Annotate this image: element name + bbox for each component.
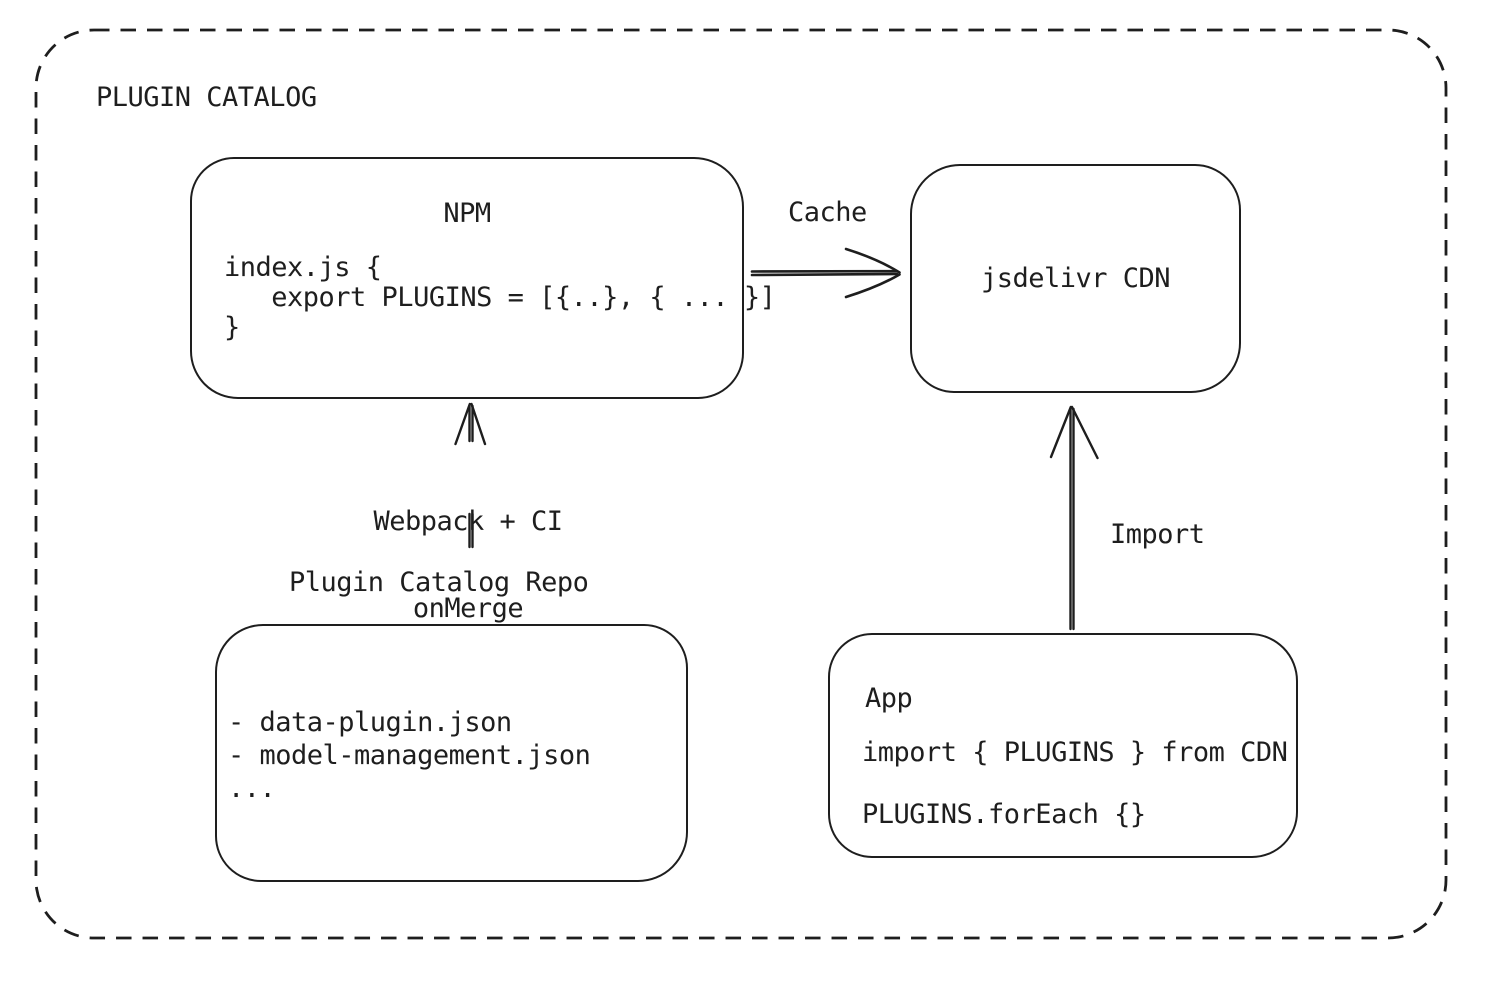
repo-file-list: - data-plugin.json - model-management.js… [228,706,591,805]
import-arrow [1049,405,1099,631]
diagram-title: PLUGIN CATALOG [96,82,317,113]
node-app: App import { PLUGINS } from CDN PLUGINS.… [828,633,1298,858]
plugin-catalog-repo-label: Plugin Catalog Repo [289,567,589,598]
plugin-catalog-boundary [34,28,1448,940]
webpack-ci-label-line1: Webpack + CI [373,506,563,537]
app-title: App [865,683,913,714]
jsdelivr-cdn-title: jsdelivr CDN [980,263,1171,294]
npm-code-line: export PLUGINS = [{..}, { ... }] [224,282,776,313]
app-code-line: import { PLUGINS } from CDN [862,737,1288,768]
app-code-line: PLUGINS.forEach {} [862,799,1146,830]
cache-arrow-label: Cache [788,197,867,228]
webpack-ci-arrow-label: Webpack + CI onMerge [348,449,588,681]
node-plugin-catalog-repo: - data-plugin.json - model-management.js… [215,624,688,882]
node-jsdelivr-cdn: jsdelivr CDN [910,164,1241,393]
repo-file-item: ... [228,773,276,804]
cache-arrow [750,247,901,299]
npm-title: NPM [443,198,491,229]
webpack-ci-label-line2: onMerge [412,593,524,624]
npm-code-block: index.js { export PLUGINS = [{..}, { ...… [224,252,776,343]
npm-code-line: } [224,312,240,343]
npm-code-line: index.js { [224,252,382,283]
repo-file-item: - data-plugin.json [228,707,512,738]
webpack-ci-arrow [454,402,487,549]
node-npm: NPM index.js { export PLUGINS = [{..}, {… [190,157,776,399]
repo-file-item: - model-management.json [228,740,591,771]
import-arrow-label: Import [1110,519,1205,550]
